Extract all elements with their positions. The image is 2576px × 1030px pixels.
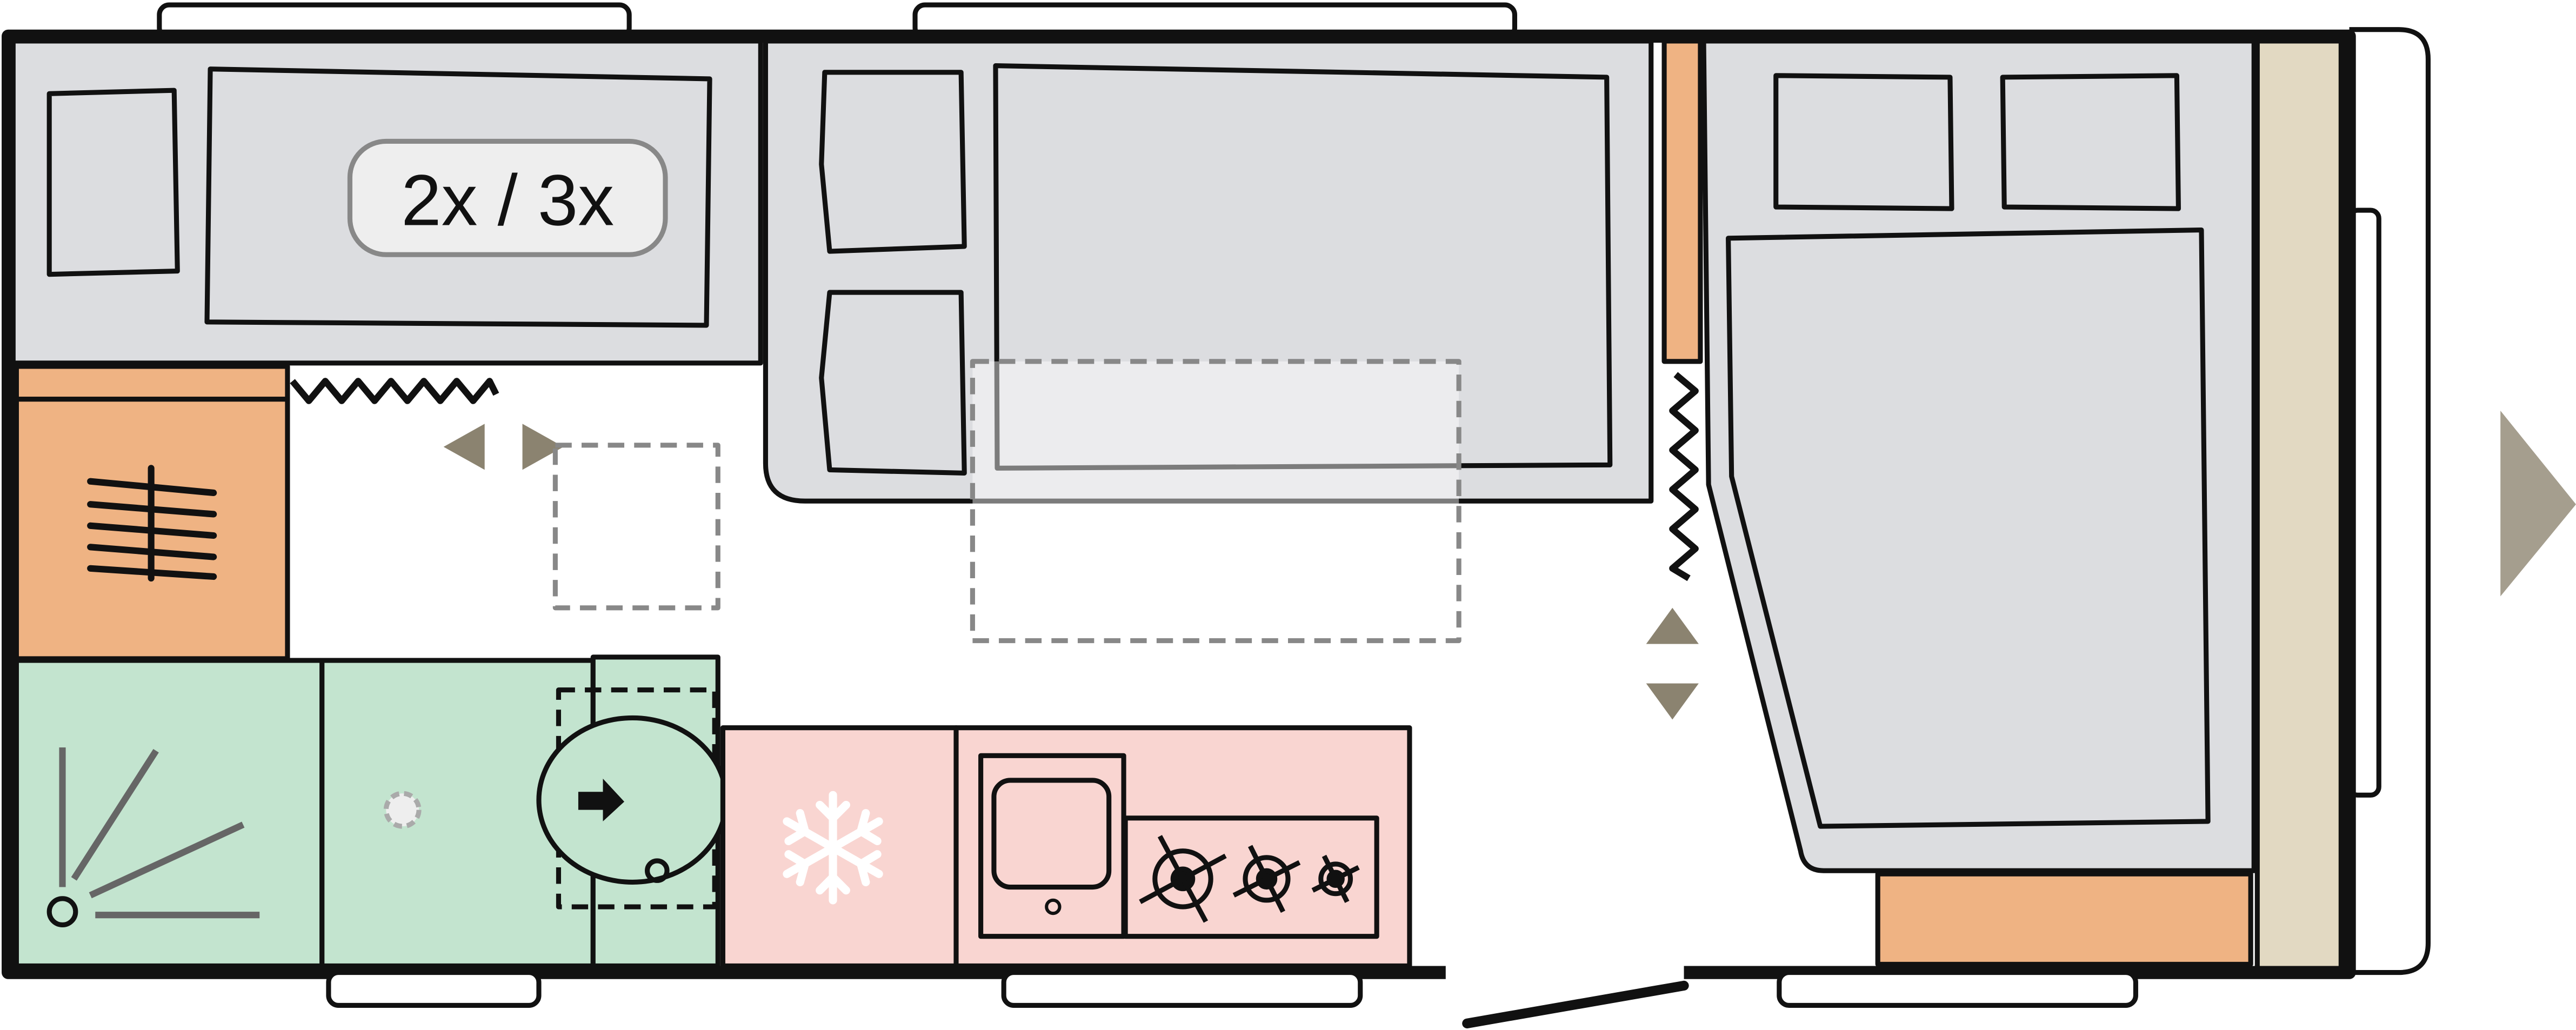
- window-bottom-left: [326, 970, 542, 1008]
- burner-small-icon: [1311, 854, 1360, 903]
- toilet: [536, 715, 729, 885]
- burner-icons: [1139, 835, 1360, 923]
- curtain-zigzag: [290, 378, 499, 404]
- direction-arrow-icon: [2500, 410, 2576, 597]
- cabinet-divider: [1661, 38, 1703, 364]
- front-pillow-right: [2000, 73, 2181, 211]
- bed-label-box: [347, 138, 668, 257]
- drain-icon: [383, 791, 422, 829]
- arrow-down-icon: [1646, 683, 1699, 720]
- arrow-left-icon: [443, 424, 485, 470]
- shower-icon: [46, 747, 260, 928]
- arrow-up-icon: [1646, 607, 1699, 644]
- entrance-door: [1462, 980, 1689, 1028]
- front-cabinet: [1875, 871, 2253, 967]
- front-pillow-left: [1773, 73, 1954, 211]
- dinette-table: [970, 359, 1461, 644]
- burner-large-icon: [1139, 835, 1227, 923]
- bed-label: 2x / 3x: [401, 160, 614, 240]
- window-bottom-center: [1001, 970, 1363, 1008]
- roof-hatch-small: [552, 443, 720, 611]
- arrow-right-icon: [522, 424, 564, 470]
- cabinet-strip: [14, 364, 290, 402]
- front-beige-strip: [2254, 38, 2344, 972]
- outer-wall: [2, 29, 2356, 979]
- toilet-arrow-icon: [578, 778, 625, 821]
- curtain-zigzag-vertical: [1669, 372, 1699, 581]
- window-bottom-right: [1777, 970, 2138, 1008]
- burner-medium-icon: [1232, 845, 1301, 913]
- hanger-icon: [87, 465, 217, 582]
- rear-pillow: [46, 88, 180, 277]
- sink-drain-icon: [1045, 898, 1062, 915]
- dinette-backrest: [993, 63, 1613, 471]
- snowflake-icon: [783, 791, 883, 905]
- front-mattress: [1726, 228, 2211, 829]
- sink: [991, 778, 1112, 890]
- dinette-cushion-bottom: [819, 290, 967, 476]
- dinette-cushion-top: [819, 70, 967, 254]
- toilet-flush-icon: [645, 858, 670, 883]
